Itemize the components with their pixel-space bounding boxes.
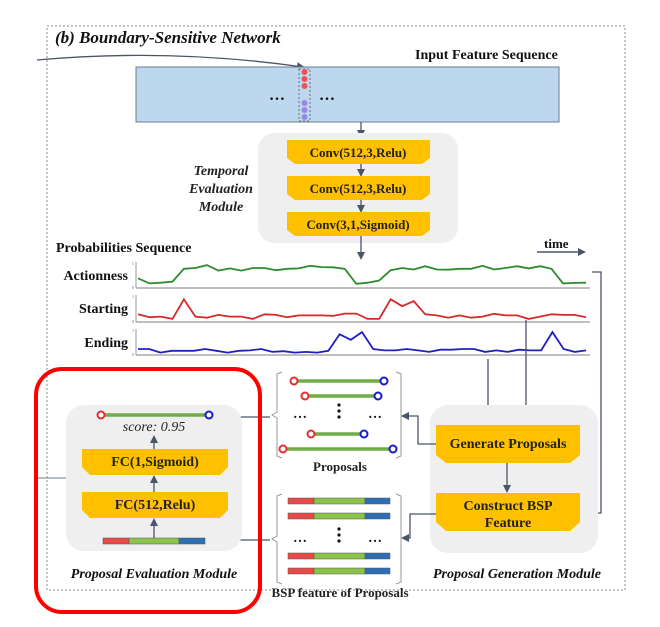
bsp-action-segment bbox=[313, 497, 366, 505]
series-line-ending bbox=[138, 330, 587, 354]
pem-highlight-border bbox=[34, 367, 262, 614]
fc-sigmoid-box bbox=[82, 449, 228, 475]
conv-layer-label: Conv(512,3,Relu) bbox=[310, 145, 407, 160]
ellipsis-left: … bbox=[293, 407, 307, 422]
bsp-end-segment bbox=[364, 497, 391, 505]
score-text: score: 0.95 bbox=[123, 420, 185, 435]
bsp-action-segment bbox=[313, 552, 366, 560]
bracket-right bbox=[395, 493, 402, 585]
end-point-icon bbox=[359, 429, 369, 439]
tem-label-line-1: Temporal bbox=[194, 164, 249, 179]
start-point-icon bbox=[278, 444, 288, 454]
series-label-ending: Ending bbox=[84, 336, 128, 351]
construct-bsp-label-2: Feature bbox=[485, 516, 531, 531]
tem-label-line-3: Module bbox=[198, 200, 243, 215]
series-line-actionness bbox=[137, 264, 587, 285]
series-label-starting: Starting bbox=[79, 302, 128, 317]
feature-column-dots bbox=[301, 69, 308, 120]
y-tick-min: 0 bbox=[132, 352, 134, 357]
bsp-start-segment bbox=[287, 512, 315, 520]
pem-bsp-feature bbox=[102, 537, 206, 545]
end-point-icon bbox=[388, 444, 398, 454]
network-frame-border bbox=[46, 25, 626, 591]
y-tick-min: 0 bbox=[132, 285, 134, 290]
start-point-icon bbox=[289, 376, 299, 386]
construct-to-bsp-list-arrow bbox=[401, 513, 436, 542]
bsp-feature-list: …… bbox=[271, 493, 402, 585]
ellipsis-left: … bbox=[293, 531, 307, 546]
bsp-features-label: BSP feature of Proposals bbox=[271, 585, 408, 600]
conv-layer-box bbox=[287, 212, 430, 236]
time-label: time bbox=[544, 236, 569, 251]
pem-end-point-icon bbox=[204, 410, 214, 420]
vertical-ellipsis-dot bbox=[337, 539, 341, 543]
input-ellipsis-left: … bbox=[269, 87, 285, 104]
vertical-ellipsis-dot bbox=[337, 403, 341, 407]
construct-bsp-box bbox=[436, 493, 580, 531]
generate-to-proposals-arrow bbox=[401, 412, 436, 445]
bracket-right bbox=[395, 371, 402, 459]
ellipsis-right: … bbox=[368, 407, 382, 422]
fc-relu-box bbox=[82, 492, 228, 518]
tem-label-line-2: Evaluation bbox=[188, 182, 253, 197]
bsp-action-segment bbox=[313, 567, 366, 575]
end-point-icon bbox=[379, 376, 389, 386]
vertical-ellipsis-dot bbox=[337, 409, 341, 413]
series-label-actionness: Actionness bbox=[63, 269, 128, 284]
vertical-ellipsis-dot bbox=[337, 533, 341, 537]
proposal-evaluation-label: Proposal Evaluation Module bbox=[71, 567, 237, 582]
start-point-icon bbox=[300, 391, 310, 401]
input-label: Input Feature Sequence bbox=[415, 48, 558, 63]
conv-layer-box bbox=[287, 176, 430, 200]
generate-proposals-box bbox=[436, 425, 580, 463]
bsp-end-segment bbox=[364, 567, 391, 575]
diagram-title: (b) Boundary-Sensitive Network bbox=[55, 28, 281, 47]
bsp-action-segment bbox=[313, 512, 366, 520]
fc-sigmoid-label: FC(1,Sigmoid) bbox=[111, 455, 199, 470]
y-tick-max: 1 bbox=[132, 294, 134, 299]
tem-label: Temporal Evaluation Module bbox=[188, 164, 253, 215]
ellipsis-right: … bbox=[368, 531, 382, 546]
bsp-end-segment bbox=[364, 552, 391, 560]
input-arrow bbox=[36, 54, 305, 71]
bracket-left bbox=[271, 493, 283, 585]
conv-layer-label: Conv(512,3,Relu) bbox=[310, 181, 407, 196]
proposals-list: …… bbox=[271, 371, 402, 459]
vertical-ellipsis-dot bbox=[337, 527, 341, 531]
bsp-end-segment bbox=[364, 512, 391, 520]
y-tick-max: 1 bbox=[132, 328, 134, 333]
series-line-starting bbox=[137, 297, 587, 320]
input-feature-band bbox=[135, 66, 560, 123]
bsp-start-segment bbox=[287, 567, 315, 575]
end-point-icon bbox=[373, 391, 383, 401]
vertical-ellipsis-dot bbox=[337, 415, 341, 419]
y-tick-max: 1 bbox=[132, 261, 134, 266]
conv-layer-box bbox=[287, 140, 430, 164]
bracket-left bbox=[271, 371, 283, 459]
proposal-generation-label: Proposal Generation Module bbox=[433, 567, 601, 582]
pem-start-point-icon bbox=[96, 410, 106, 420]
construct-bsp-label-1: Construct BSP bbox=[463, 499, 553, 514]
bsp-start-segment bbox=[287, 497, 315, 505]
generate-proposals-label: Generate Proposals bbox=[450, 437, 567, 452]
proposals-label: Proposals bbox=[313, 459, 367, 474]
conv-layer-label: Conv(3,1,Sigmoid) bbox=[306, 217, 409, 232]
input-ellipsis-right: … bbox=[319, 87, 335, 104]
start-point-icon bbox=[306, 429, 316, 439]
probabilities-title: Probabilities Sequence bbox=[56, 241, 191, 256]
bsp-start-segment bbox=[287, 552, 315, 560]
fc-relu-label: FC(512,Relu) bbox=[115, 498, 196, 513]
y-tick-min: 0 bbox=[132, 319, 134, 324]
